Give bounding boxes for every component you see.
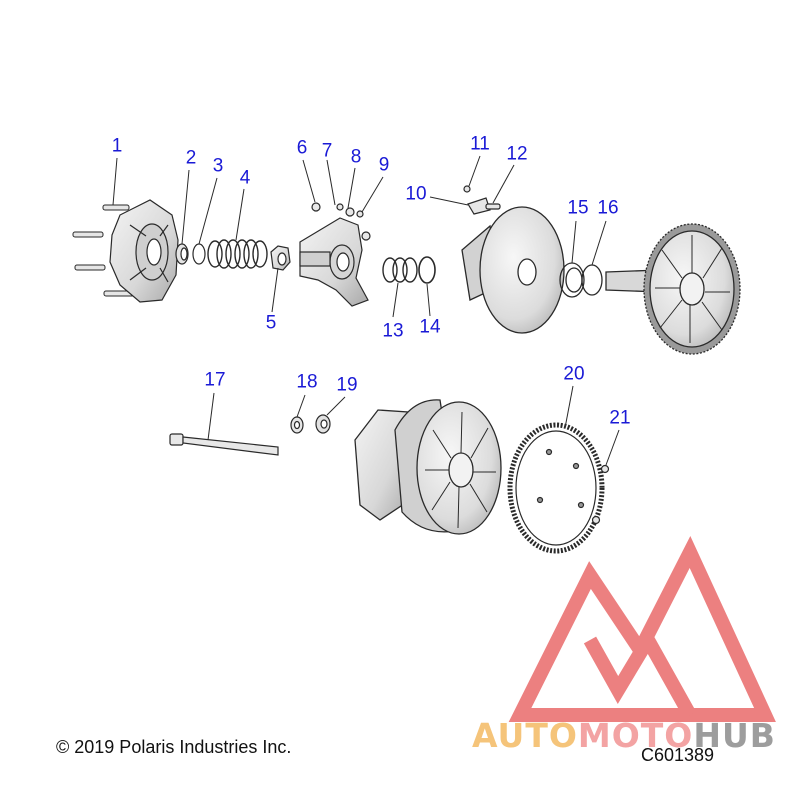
callout-17: 17 — [204, 369, 226, 391]
callout-leader-lines — [112, 155, 620, 466]
callout-1: 1 — [111, 135, 123, 157]
callout-18: 18 — [296, 371, 318, 393]
part-21-screw — [591, 464, 610, 525]
part-fixed-sheave — [605, 223, 741, 355]
part-movable-sheave — [461, 206, 565, 334]
callout-5: 5 — [265, 312, 277, 334]
part-1-cover-housing — [109, 199, 179, 303]
callout-3: 3 — [212, 155, 224, 177]
part-19-bushing — [315, 414, 331, 434]
copyright-notice: © 2019 Polaris Industries Inc. — [56, 737, 292, 757]
part-20-ring-gear — [507, 422, 605, 554]
watermark-hub: HUB — [693, 716, 776, 755]
callout-8: 8 — [350, 146, 362, 168]
callout-12: 12 — [506, 143, 528, 165]
callout-15: 15 — [567, 197, 589, 219]
callout-2: 2 — [185, 147, 197, 169]
callout-10: 10 — [405, 183, 427, 205]
part-6-9-spider-assembly — [299, 202, 371, 307]
callout-7: 7 — [321, 140, 333, 162]
part-5-nut — [270, 245, 291, 271]
part-clutch-assembly — [354, 399, 502, 535]
part-13-rings — [382, 257, 418, 283]
callout-6: 6 — [296, 137, 308, 159]
drawing-number: C601389 — [641, 745, 715, 765]
part-14-seal — [418, 256, 436, 284]
watermark-auto: AUTO — [472, 716, 578, 755]
automotohub-watermark-text: AUTOMOTOHUB — [472, 716, 776, 755]
watermark-moto: MOTO — [577, 716, 694, 755]
callout-21: 21 — [609, 407, 631, 429]
callout-11: 11 — [470, 133, 490, 155]
callout-14: 14 — [419, 316, 441, 338]
callout-16: 16 — [597, 197, 619, 219]
part-4-spring — [207, 239, 268, 269]
callout-20: 20 — [563, 363, 585, 385]
callout-9: 9 — [378, 154, 390, 176]
callout-19: 19 — [336, 374, 358, 396]
callout-4: 4 — [239, 167, 251, 189]
part-10-12-lever — [463, 185, 501, 215]
part-17-bolt — [169, 433, 279, 456]
callout-13: 13 — [382, 320, 404, 342]
